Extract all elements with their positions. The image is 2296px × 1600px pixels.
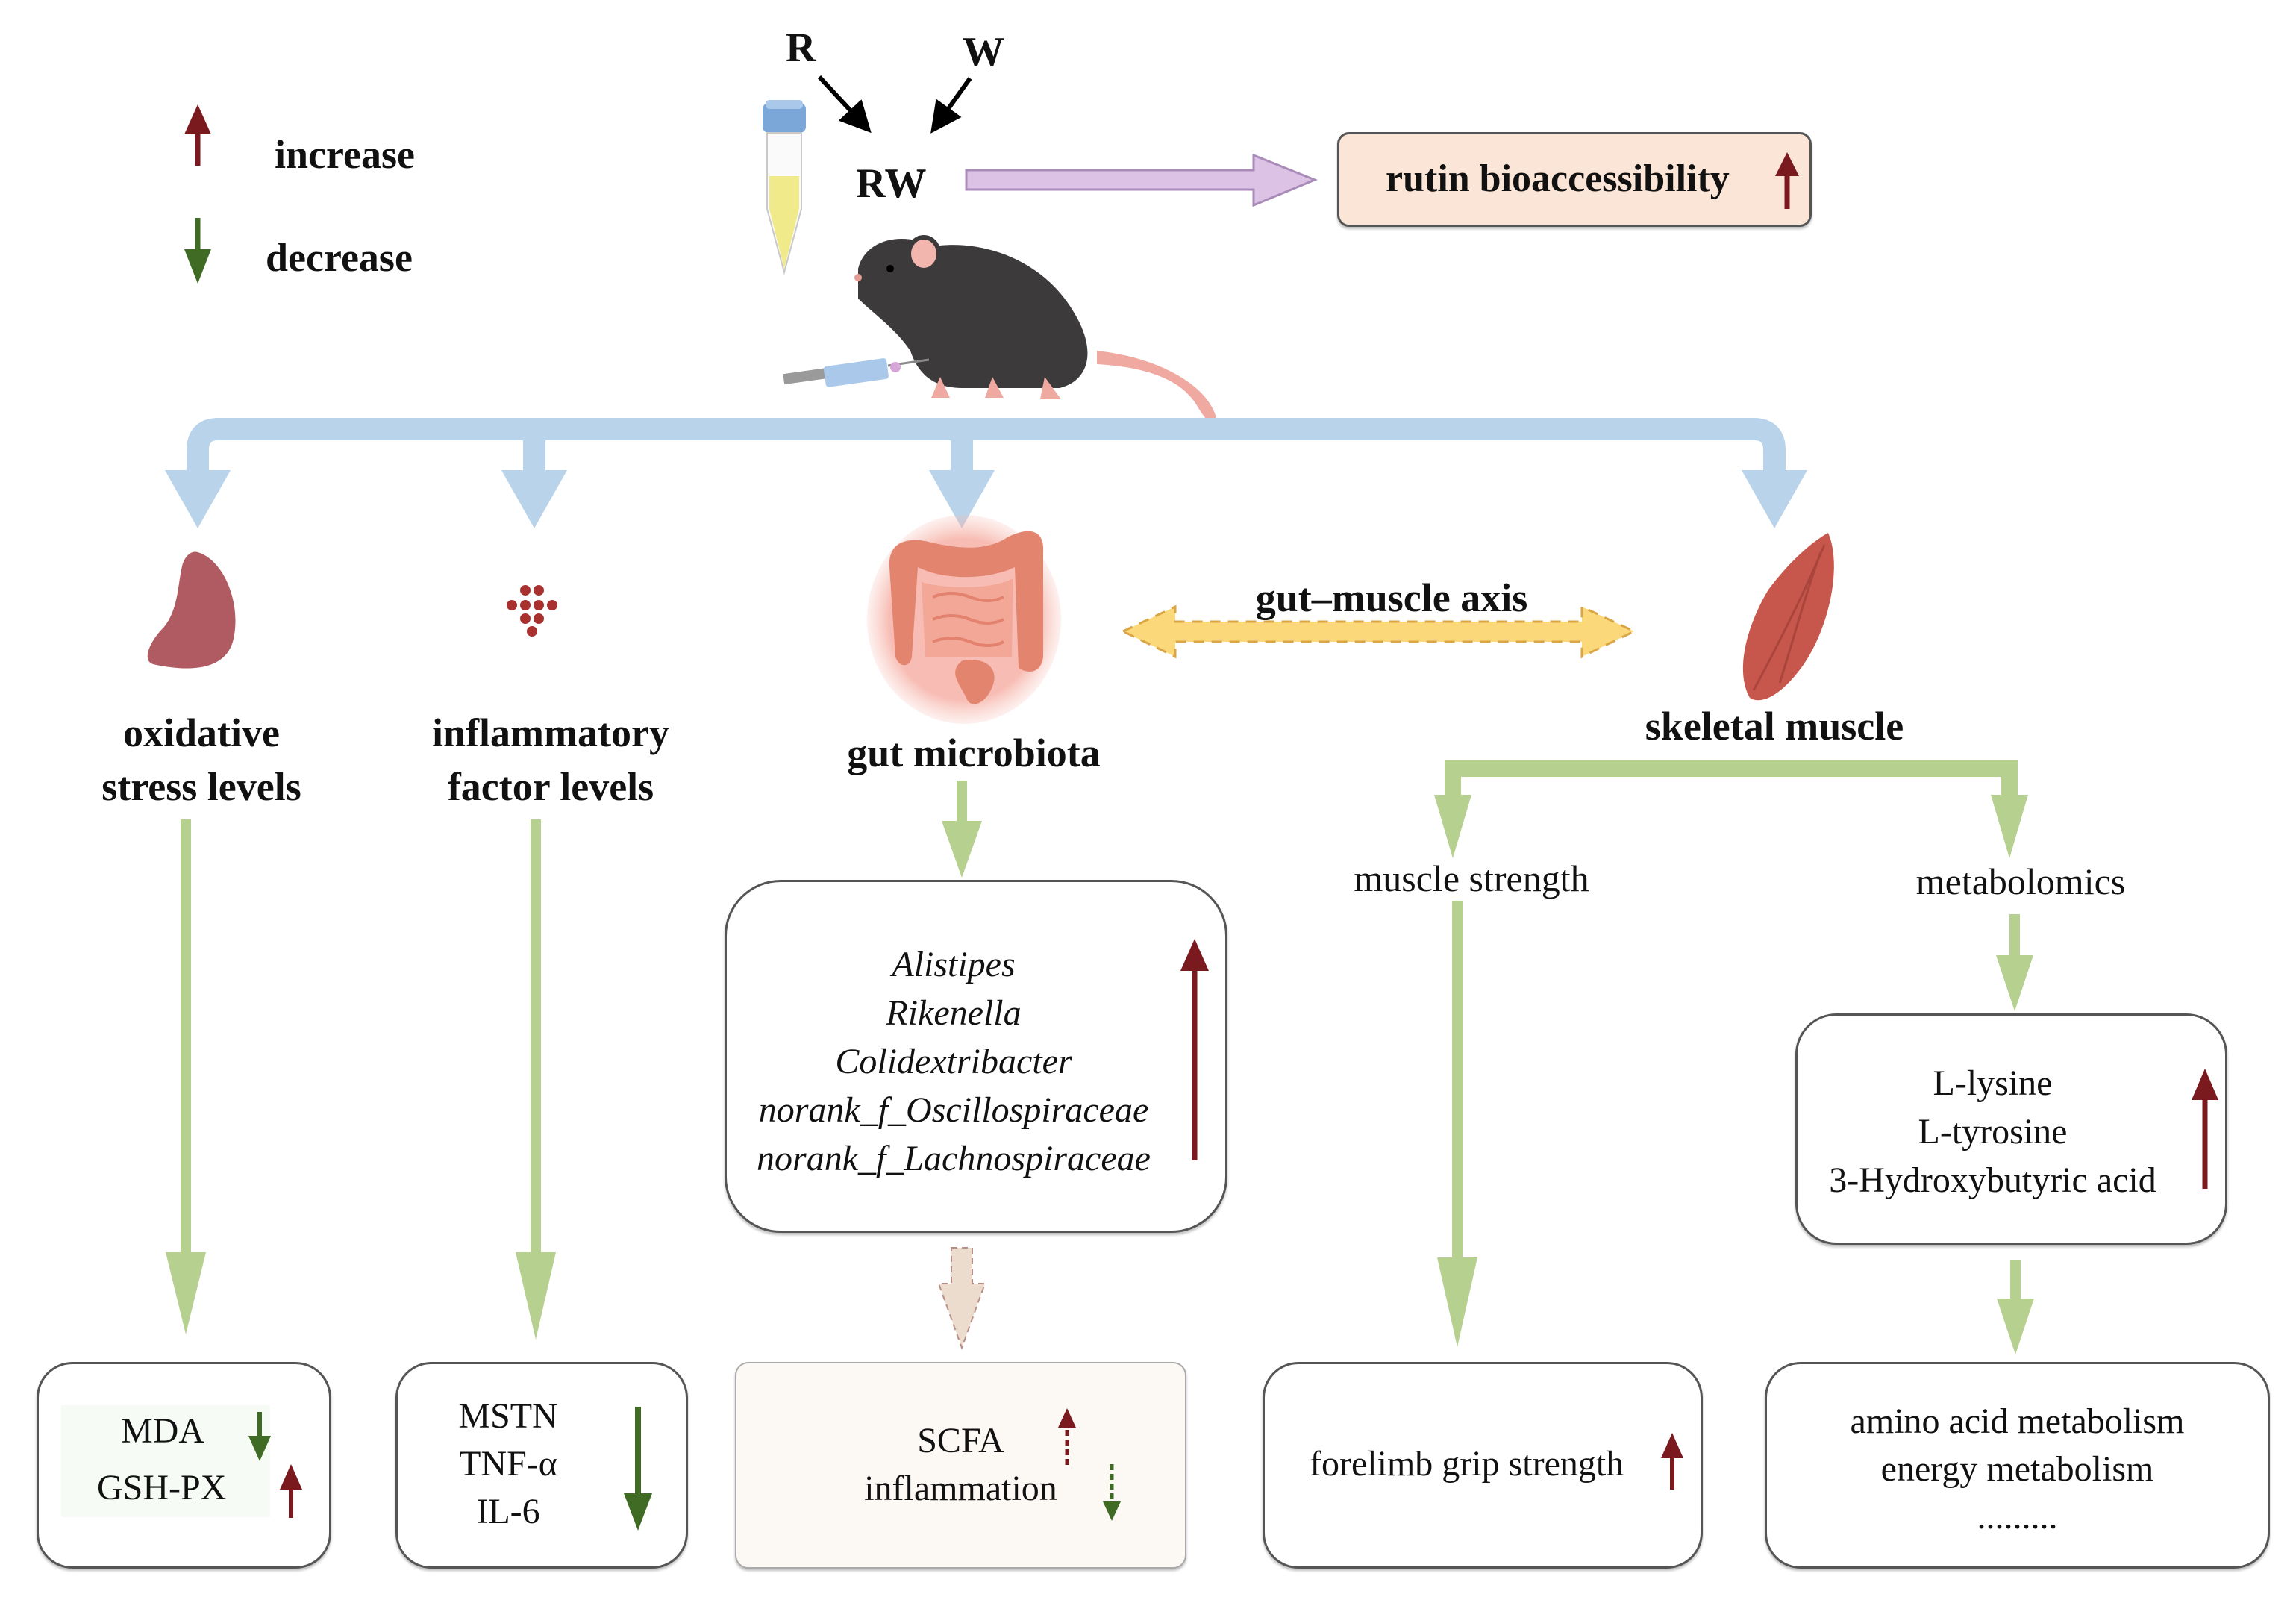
mda-decrease-arrow-icon — [248, 1412, 271, 1461]
blue-arrow-oxidative — [165, 470, 231, 528]
outcome-item: IL-6 — [476, 1492, 540, 1531]
scfa-items: SCFA inflammation — [736, 1417, 1185, 1513]
intestine-icon — [867, 515, 1061, 724]
outcome-box-scfa: SCFA inflammation — [735, 1362, 1186, 1569]
green-flow-arrows — [166, 760, 2034, 1354]
outcome-item: ......... — [1977, 1497, 2058, 1537]
inflammatory-decrease-arrow-icon — [624, 1407, 652, 1531]
legend-increase-label: increase — [275, 132, 415, 177]
metabolomics-label: metabolomics — [1915, 860, 2126, 902]
genus-item: norank_f_Oscillospiraceae — [758, 1090, 1149, 1130]
green-arrow-inflammatory — [516, 1252, 556, 1340]
outcome-item: MSTN — [458, 1396, 558, 1436]
branch-title-inflammatory: inflammatory factor levels — [432, 710, 669, 809]
metabolite-item: L-lysine — [1933, 1063, 2053, 1103]
test-tube-icon — [763, 100, 806, 275]
microbiota-to-scfa-dashed-arrow — [937, 1247, 986, 1350]
green-arrow-strength — [1434, 795, 1471, 858]
mouse-icon — [854, 235, 1218, 428]
blue-distribution-arrows — [165, 418, 1807, 528]
rutin-bioaccessibility-box: rutin bioaccessibility — [1337, 132, 1812, 227]
outcome-box-grip: forelimb grip strength — [1263, 1362, 1703, 1569]
green-arrow-metabolomics — [1991, 795, 2028, 858]
genus-item: Rikenella — [886, 993, 1022, 1033]
green-arrow-grip — [1437, 1257, 1477, 1347]
inflammation-decrease-dashed-arrow-icon — [1103, 1464, 1121, 1521]
genus-item: Alistipes — [892, 945, 1016, 984]
rw-label: RW — [856, 160, 927, 207]
oxidative-items — [61, 1405, 270, 1517]
w-to-rw-arrow — [930, 77, 972, 134]
branch-title-gut: gut microbiota — [847, 731, 1101, 775]
gut-muscle-axis-label: gut–muscle axis — [1255, 575, 1528, 620]
input-r-label: R — [786, 25, 816, 71]
blood-cells-icon — [507, 585, 557, 637]
outcome-item-gsh-px: GSH-PX — [97, 1468, 227, 1507]
input-w-label: W — [963, 29, 1004, 75]
blue-arrow-muscle — [1742, 470, 1807, 528]
outcome-item: TNF-α — [459, 1444, 557, 1484]
inflammatory-items: MSTN TNF-α IL-6 — [398, 1393, 619, 1536]
muscle-strength-label: muscle strength — [1354, 857, 1589, 899]
legend-increase-arrow-icon — [184, 104, 211, 166]
metabolite-list: L-lysine L-tyrosine 3-Hydroxybutyric aci… — [1798, 1059, 2188, 1204]
grip-increase-arrow-icon — [1661, 1433, 1683, 1490]
blue-arrow-gut — [929, 470, 995, 528]
microbiota-increase-arrow-overlay — [1180, 939, 1209, 1160]
outcome-item: energy metabolism — [1880, 1449, 2154, 1489]
green-arrow-metabolites — [1996, 955, 2033, 1011]
gsh-px-increase-arrow-icon — [280, 1464, 302, 1518]
genus-item: norank_f_Lachnospiraceae — [757, 1139, 1151, 1178]
outcome-box-metabolism: amino acid metabolism energy metabolism … — [1765, 1362, 2270, 1569]
branch-title-oxidative: oxidative stress levels — [101, 710, 301, 809]
genus-item: Colidextribacter — [835, 1042, 1072, 1081]
genera-list: Alistipes Rikenella Colidextribacter nor… — [727, 940, 1180, 1183]
rutin-increase-arrow-icon — [1775, 152, 1799, 209]
branch-title-muscle: skeletal muscle — [1645, 704, 1904, 749]
scfa-increase-dashed-arrow-icon — [1058, 1408, 1076, 1465]
rutin-bioaccessibility-label: rutin bioaccessibility — [1386, 157, 1730, 200]
gut-muscle-axis-arrow — [1120, 604, 1637, 659]
metabolite-increase-arrow-overlay — [2192, 1069, 2218, 1189]
legend-decrease-label: decrease — [266, 235, 413, 280]
legend-decrease-arrow-icon — [184, 218, 211, 284]
metabolite-item: 3-Hydroxybutyric acid — [1829, 1160, 2156, 1200]
outcome-box-oxidative: MDA GSH-PX — [37, 1362, 331, 1569]
outcome-item-inflammation: inflammation — [864, 1469, 1057, 1508]
green-arrow-gut — [942, 821, 982, 878]
metabolite-item: L-tyrosine — [1918, 1112, 2068, 1151]
rw-to-rutin-arrow — [965, 153, 1318, 207]
green-arrow-metabolism — [1997, 1299, 2034, 1354]
syringe-icon — [783, 358, 930, 387]
outcome-box-inflammatory: MSTN TNF-α IL-6 — [395, 1362, 688, 1569]
outcome-item-scfa: SCFA — [917, 1421, 1004, 1460]
blue-arrow-inflammatory — [501, 470, 567, 528]
outcome-item-mda: MDA — [121, 1411, 205, 1451]
r-to-rw-arrow — [817, 75, 872, 134]
metabolism-items: amino acid metabolism energy metabolism … — [1767, 1398, 2268, 1541]
microbiota-genera-box: Alistipes Rikenella Colidextribacter nor… — [725, 880, 1227, 1233]
outcome-item: amino acid metabolism — [1850, 1401, 2185, 1441]
green-arrow-oxidative — [166, 1252, 206, 1334]
muscle-icon — [1742, 533, 1834, 701]
spleen-icon — [147, 551, 236, 669]
metabolite-box: L-lysine L-tyrosine 3-Hydroxybutyric aci… — [1795, 1013, 2227, 1245]
outcome-item-grip: forelimb grip strength — [1310, 1444, 1624, 1484]
